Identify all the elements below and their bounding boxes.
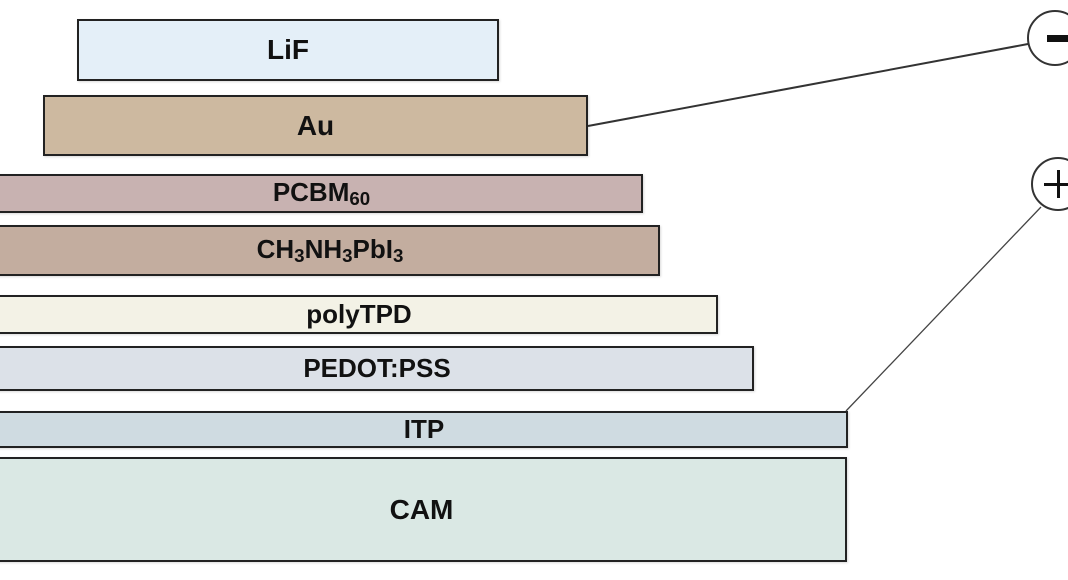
- negative-terminal: [1027, 10, 1068, 66]
- layer-au: Au: [43, 95, 588, 156]
- subscript: 3: [392, 245, 404, 267]
- plus-icon: [1044, 183, 1068, 186]
- layer-pcbm60: PCBM60: [0, 174, 643, 213]
- wire-negative: [587, 43, 1029, 127]
- layer-pcbm60-label: PCBM60: [272, 176, 371, 210]
- layer-itp-label: ITP: [403, 414, 445, 444]
- subscript: 3: [342, 245, 353, 267]
- layer-cam-label: CAM: [389, 493, 454, 525]
- layer-au-label: Au: [296, 109, 335, 141]
- minus-icon: [1047, 35, 1068, 42]
- layer-polytpd-label: polyTPD: [306, 299, 412, 329]
- layer-lif-label: LiF: [267, 34, 309, 65]
- plus-icon-vertical: [1056, 170, 1060, 198]
- layer-lif: LiF: [77, 19, 499, 81]
- layer-polytpd: polyTPD: [0, 295, 718, 334]
- subscript: 3: [294, 245, 305, 267]
- layer-perovskite: CH3NH3PbI3: [0, 225, 660, 276]
- subscript: 60: [349, 188, 371, 210]
- layer-cam: CAM: [0, 457, 847, 562]
- layer-pedot-pss: PEDOT:PSS: [0, 346, 754, 391]
- layer-itp: ITP: [0, 411, 848, 448]
- layer-pedot-pss-label: PEDOT:PSS: [303, 353, 451, 383]
- wire-positive: [845, 206, 1042, 412]
- layer-perovskite-label: CH3NH3PbI3: [256, 233, 404, 267]
- positive-terminal: [1031, 157, 1068, 211]
